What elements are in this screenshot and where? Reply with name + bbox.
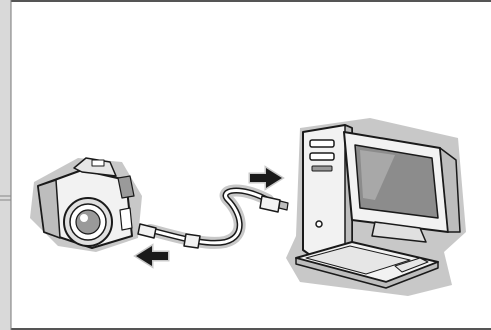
computer-icon bbox=[286, 118, 466, 296]
